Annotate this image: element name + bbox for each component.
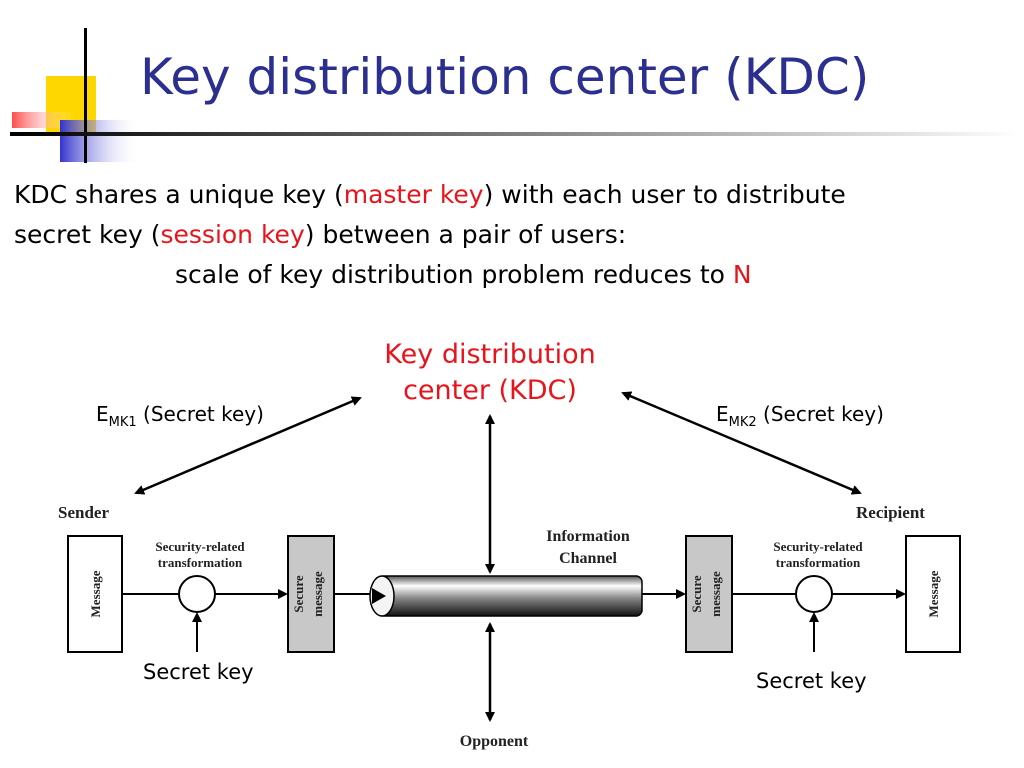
secret-key-right-label: Secret key xyxy=(756,669,867,693)
message-left-label: Message xyxy=(88,570,103,617)
message-box-left xyxy=(67,535,123,653)
body-line-2: secret key (session key) between a pair … xyxy=(14,220,627,249)
arrow-sender-kdc xyxy=(134,396,362,495)
secure-message-right-label-1: Secure xyxy=(689,575,704,613)
security-transform-right-1: Security-related xyxy=(773,539,863,554)
secure-message-left-label-1: Secure xyxy=(291,575,306,613)
body-line-3: scale of key distribution problem reduce… xyxy=(175,260,752,289)
master-key-highlight: master key xyxy=(343,180,484,209)
message-box-right xyxy=(905,535,961,653)
information-channel-pipe xyxy=(377,575,643,617)
secure-message-right-label-2: message xyxy=(708,571,723,617)
sender-label: Sender xyxy=(58,503,109,522)
transform-circle-left xyxy=(178,575,216,613)
n-highlight: N xyxy=(732,260,752,289)
security-transform-right-2: transformation xyxy=(776,555,861,570)
opponent-label: Opponent xyxy=(460,733,529,750)
recipient-label: Recipient xyxy=(856,503,925,522)
transform-circle-right xyxy=(795,575,833,613)
body-line-1: KDC shares a unique key (master key) wit… xyxy=(14,180,846,209)
security-transform-left-1: Security-related xyxy=(155,539,245,554)
arrow-kdc-recipient xyxy=(621,391,862,495)
secure-message-box-left xyxy=(287,535,335,653)
kdc-label: Key distribution center (KDC) xyxy=(384,339,596,406)
info-channel-label-1: Information xyxy=(546,528,630,545)
corner-decoration xyxy=(12,28,140,163)
page-title: Key distribution center (KDC) xyxy=(140,48,870,106)
secure-message-left-label-2: message xyxy=(310,571,325,617)
info-channel-label-2: Channel xyxy=(559,550,617,567)
deco-blue-bar xyxy=(60,120,140,162)
session-key-highlight: session key xyxy=(160,220,305,249)
deco-vertical-line xyxy=(84,28,87,163)
secret-key-left-label: Secret key xyxy=(143,660,254,684)
title-underline xyxy=(10,132,1020,136)
message-right-label: Message xyxy=(926,570,941,617)
security-transform-left-2: transformation xyxy=(158,555,243,570)
deco-red-bar xyxy=(12,112,74,128)
